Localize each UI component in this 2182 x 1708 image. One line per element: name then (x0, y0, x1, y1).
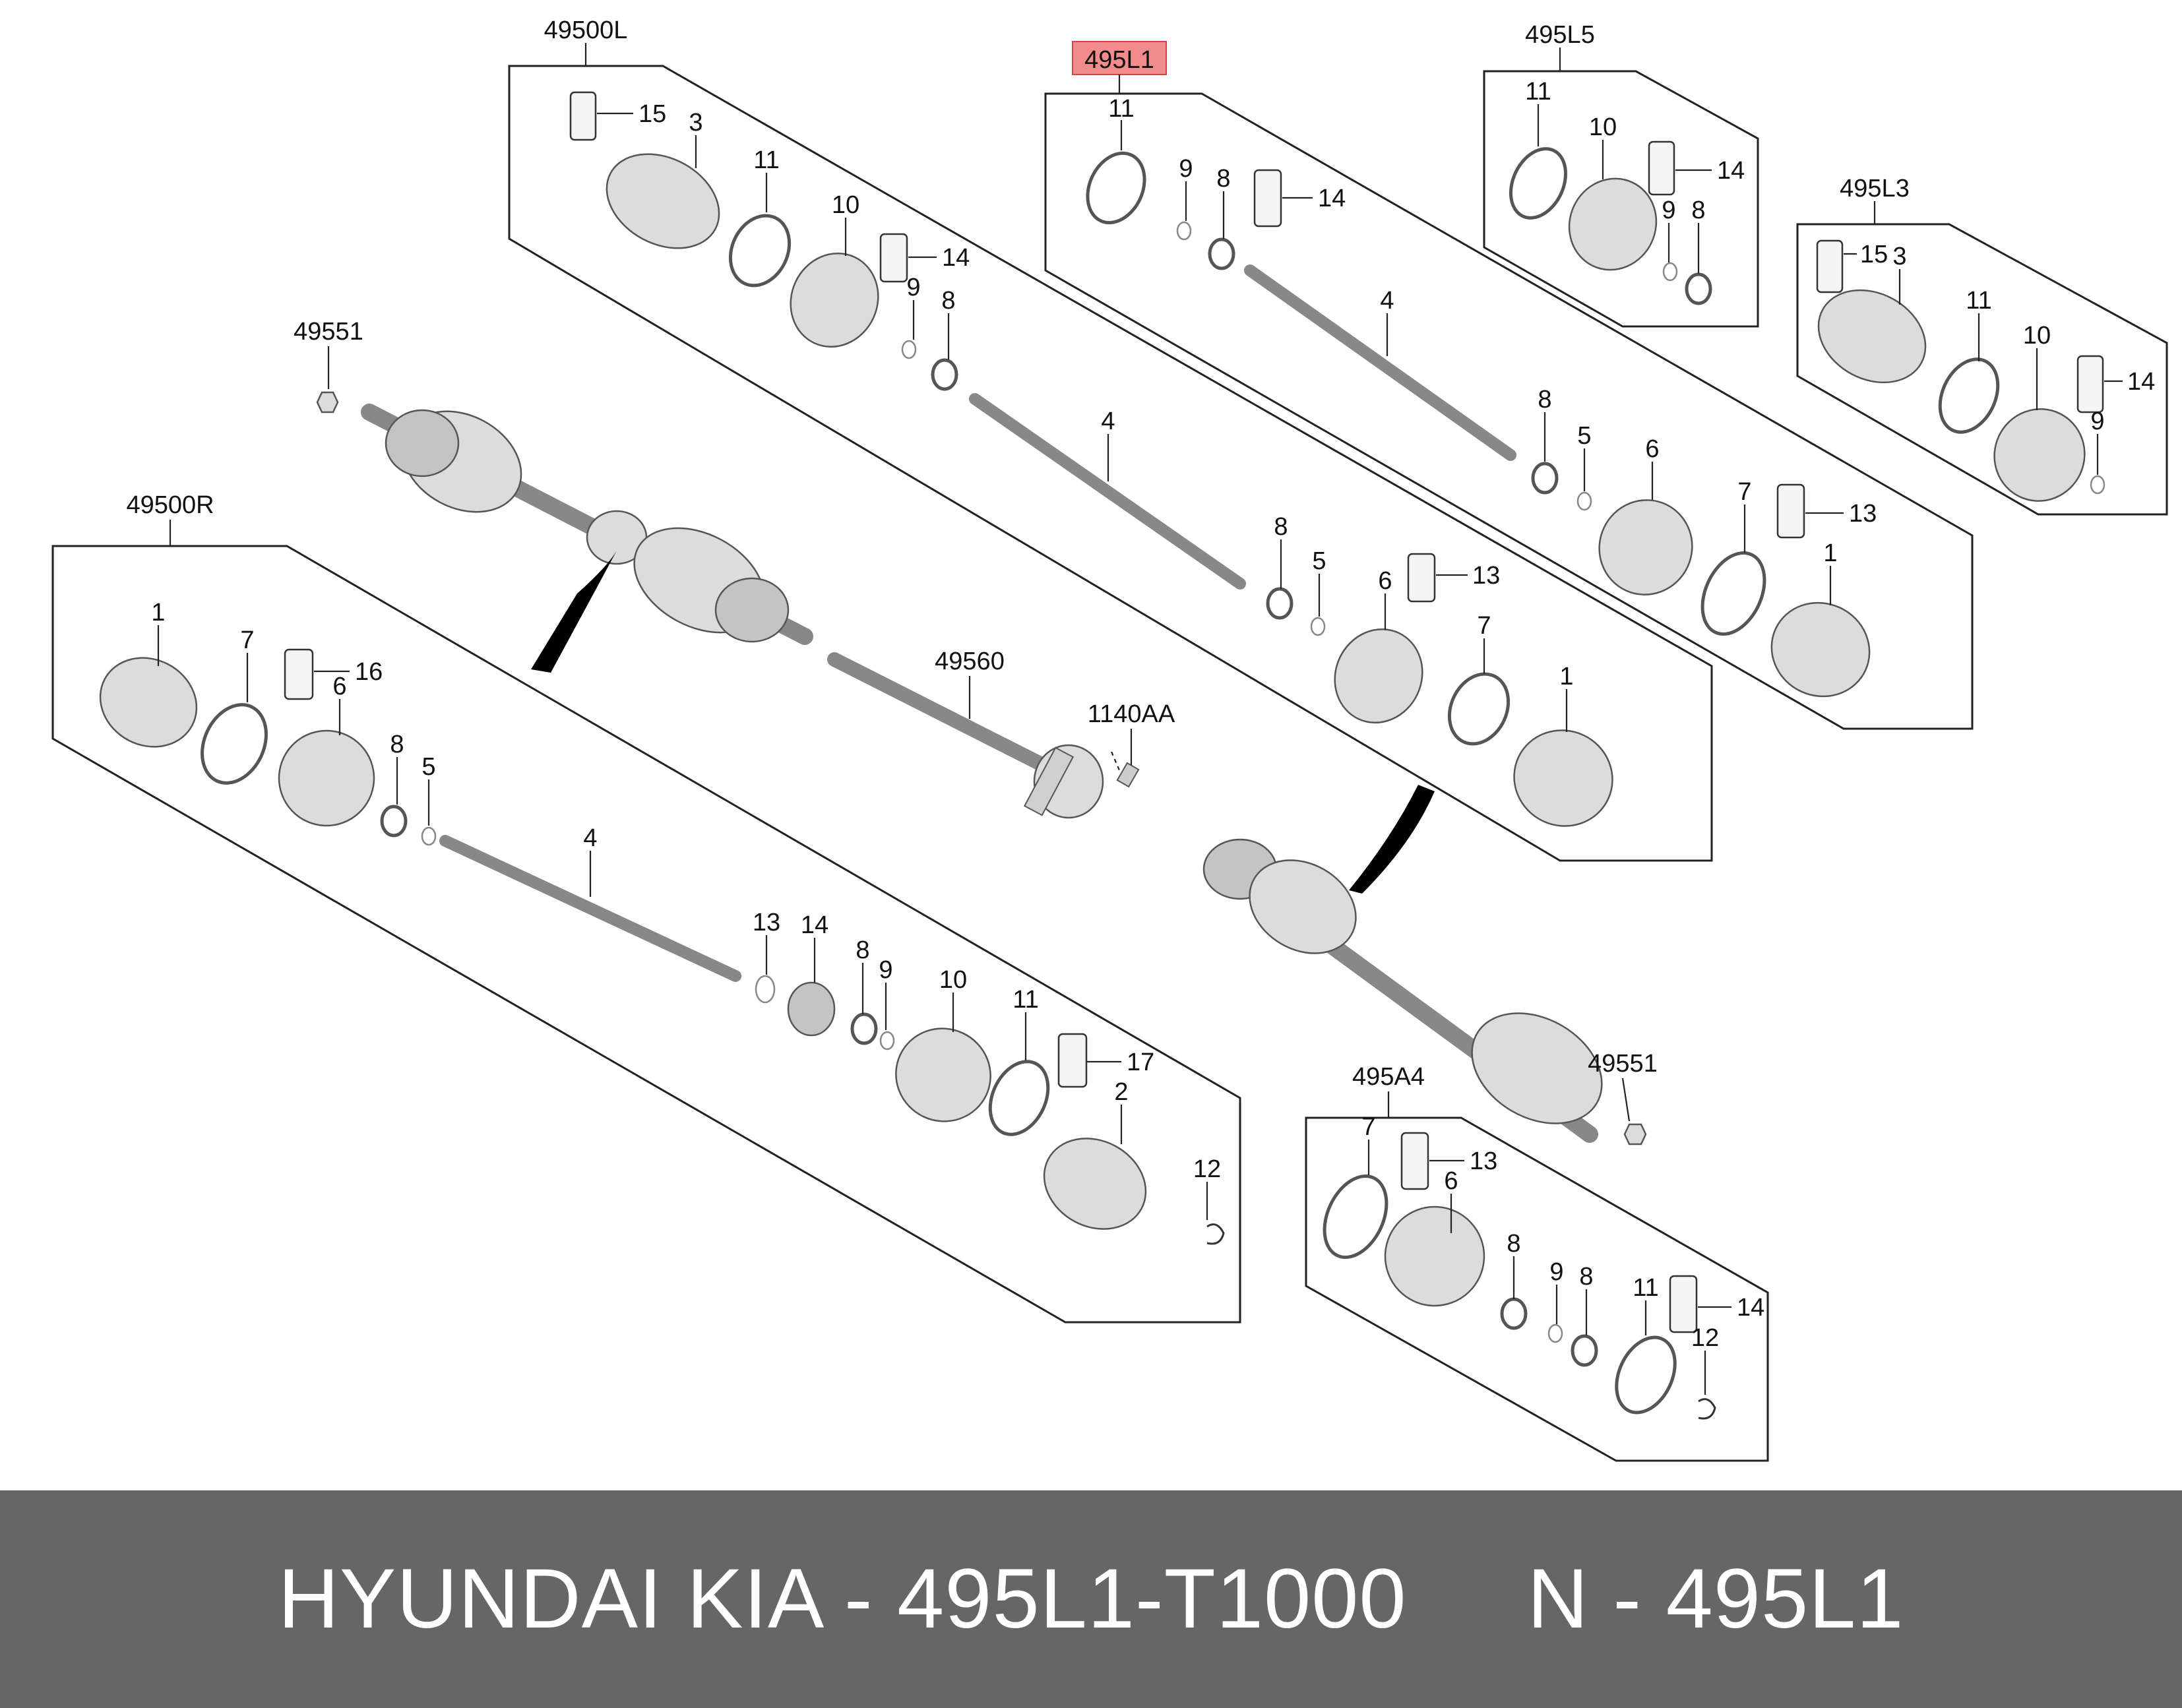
callout-49500R-17: 17 (1127, 1049, 1154, 1076)
parts-495L1 (1086, 151, 1871, 698)
callout-49500R-10: 10 (939, 966, 967, 994)
assembled-driveshaft-right (1202, 838, 1603, 1143)
callout-495L1-8a: 8 (1216, 165, 1230, 193)
callout-49500R-8a: 8 (390, 731, 404, 758)
callout-495L1-8b: 8 (1538, 386, 1551, 413)
callout-49500R-2: 2 (1114, 1078, 1128, 1106)
callout-495L3-3: 3 (1892, 243, 1906, 270)
callout-49500R-1: 1 (151, 599, 165, 626)
callout-49500L-8b: 8 (1274, 513, 1288, 541)
callout-49500L-11: 11 (753, 146, 779, 174)
callout-495L1-14: 14 (1318, 185, 1346, 212)
callout-49500L-13: 13 (1472, 562, 1500, 590)
group-label-49500R: 49500R (126, 491, 214, 519)
callout-49500R-9: 9 (879, 956, 892, 984)
callout-49500L-10: 10 (832, 191, 859, 219)
callout-495L3-11: 11 (1966, 287, 1991, 315)
callout-495L5-11: 11 (1525, 78, 1551, 106)
diagram-canvas: 49500L 495L1 495L5 495L3 49500R 495A4 (51, 16, 2168, 1462)
callout-49500R-14: 14 (801, 911, 828, 939)
label-49551-bottom: 49551 (1588, 1050, 1658, 1078)
callout-495L3-15: 15 (1860, 241, 1888, 268)
callout-495L1-1: 1 (1823, 539, 1837, 567)
intermediate-shaft-49560 (827, 652, 1104, 819)
label-49560: 49560 (935, 648, 1005, 675)
group-label-495L5: 495L5 (1525, 21, 1595, 49)
callout-495L5-14: 14 (1717, 157, 1745, 185)
callout-49500L-7: 7 (1477, 612, 1491, 640)
assembled-driveshaft-left (361, 404, 813, 645)
callout-49500L-3: 3 (689, 109, 702, 137)
frame-495L1 (1044, 92, 1974, 730)
callout-49500L-4: 4 (1101, 408, 1115, 435)
callout-495A4-14: 14 (1737, 1294, 1764, 1322)
callout-495A4-8a: 8 (1507, 1230, 1520, 1258)
label-1140AA: 1140AA (1088, 700, 1175, 728)
group-label-495L3: 495L3 (1840, 175, 1910, 202)
callout-495A4-8b: 8 (1579, 1263, 1593, 1291)
callout-495L1-4: 4 (1380, 287, 1394, 315)
callout-495A4-6: 6 (1444, 1167, 1458, 1195)
callout-49500R-13: 13 (753, 909, 780, 936)
frame-49500R (51, 545, 1241, 1324)
callout-495A4-12: 12 (1691, 1324, 1719, 1352)
callout-495L5-8: 8 (1691, 197, 1705, 224)
footer-bar: HYUNDAI KIA - 495L1-T1000 N - 495L1 (0, 1490, 2182, 1708)
callout-49500R-7: 7 (240, 626, 254, 654)
frame-49500L (508, 65, 1713, 862)
callout-495L3-10: 10 (2023, 322, 2051, 350)
parts-49500R (99, 648, 1225, 1245)
callout-49500L-1: 1 (1559, 663, 1573, 690)
callout-495L1-9: 9 (1179, 155, 1193, 183)
arrow-pointer-left (531, 551, 617, 673)
parts-49500L (569, 91, 1613, 827)
callout-49500R-12: 12 (1193, 1155, 1221, 1183)
nut-49551-top (316, 391, 339, 413)
callout-49500R-8b: 8 (856, 936, 869, 964)
callout-495L5-10: 10 (1589, 113, 1617, 141)
arrow-pointer-right (1349, 785, 1435, 894)
callout-49500R-4: 4 (583, 824, 597, 852)
callout-49500R-11: 11 (1013, 986, 1038, 1014)
label-49551-top: 49551 (294, 318, 363, 346)
callout-49500L-9: 9 (906, 274, 920, 301)
nut-49551-bottom (1623, 1123, 1647, 1145)
callout-495L5-9: 9 (1662, 197, 1675, 224)
callout-49500R-6: 6 (332, 673, 346, 700)
parts-diagram: 49500L 495L1 495L5 495L3 49500R 495A4 (51, 16, 2168, 1462)
callout-49500L-14: 14 (942, 244, 970, 272)
callout-495L3-9: 9 (2090, 408, 2104, 435)
callout-49500R-5: 5 (421, 753, 435, 781)
callout-495L3-14: 14 (2127, 368, 2155, 396)
callout-495A4-13: 13 (1470, 1147, 1497, 1175)
callout-495L1-5: 5 (1577, 422, 1591, 450)
group-label-495A4: 495A4 (1352, 1063, 1425, 1091)
group-label-495L1: 495L1 (1084, 46, 1154, 74)
callout-495A4-9: 9 (1549, 1258, 1563, 1286)
callout-495L1-7: 7 (1737, 478, 1751, 506)
bolt-1140AA (1116, 762, 1140, 788)
parts-495L5 (1509, 140, 1712, 305)
group-label-49500L: 49500L (544, 16, 628, 44)
callout-495L1-6: 6 (1645, 435, 1659, 463)
part-number-caption: HYUNDAI KIA - 495L1-T1000 N - 495L1 (278, 1552, 1904, 1646)
callout-49500L-6: 6 (1378, 567, 1392, 595)
callout-495A4-7: 7 (1361, 1113, 1375, 1141)
frame-495A4 (1305, 1116, 1769, 1462)
callout-495A4-11: 11 (1633, 1274, 1658, 1302)
callout-49500L-8a: 8 (941, 287, 955, 315)
parts-495A4 (1323, 1132, 1716, 1420)
parts-495L3 (1816, 239, 2105, 502)
callout-49500R-16: 16 (355, 658, 383, 686)
callout-495L1-11: 11 (1108, 95, 1134, 123)
frame-495L3 (1796, 223, 2168, 516)
callout-49500L-5: 5 (1312, 547, 1326, 575)
callout-49500L-15: 15 (639, 100, 666, 128)
callout-495L1-13: 13 (1849, 500, 1877, 528)
frame-495L5 (1483, 70, 1759, 328)
